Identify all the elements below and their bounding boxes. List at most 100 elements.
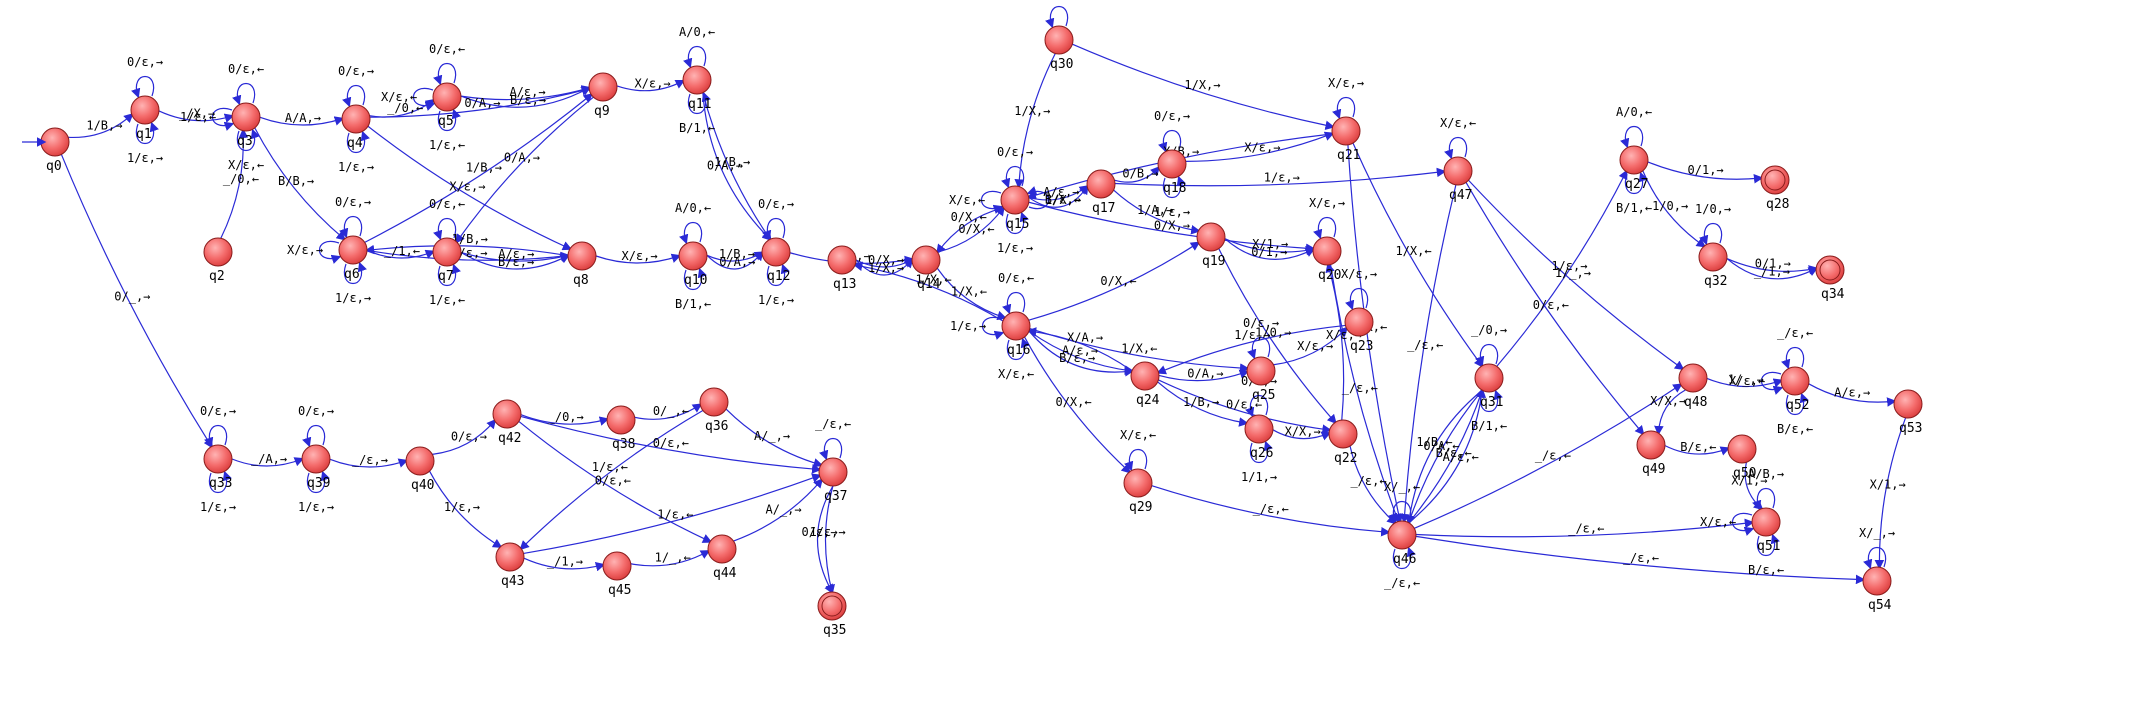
transition-label: B/1,← (1471, 419, 1507, 433)
transition-edge (1760, 371, 1784, 395)
state-circle (1474, 363, 1504, 393)
transition-edge (819, 437, 843, 461)
transition-label: 0/ε,→ (802, 525, 838, 539)
transition-edge (1468, 179, 1685, 371)
state-q26: q26 (1244, 414, 1274, 461)
state-circle (1443, 156, 1473, 186)
state-circle (1636, 430, 1666, 460)
state-q49: q49 (1636, 430, 1666, 477)
transition-label: _/ε,← (1623, 551, 1659, 565)
transition-label: 0/ε,→ (451, 430, 487, 444)
state-circle (1001, 311, 1031, 341)
state-circle (1123, 468, 1153, 498)
transition-edge (630, 550, 711, 567)
state-circle (707, 534, 737, 564)
transition-edge (520, 415, 822, 474)
transition-edge (1415, 518, 1755, 538)
transition-label: 1/X,→ (868, 261, 904, 275)
state-q10: q10 (678, 241, 708, 288)
transition-edge (437, 263, 461, 287)
state-q50: q50 (1727, 434, 1757, 481)
transition-label: 1/B,→ (466, 160, 502, 174)
transition-label: X/_,→ (1859, 526, 1895, 540)
transition-label: 1/1,→ (1241, 470, 1277, 484)
transition-label: _/A,→ (251, 452, 287, 466)
state-circle (341, 104, 371, 134)
transition-label: 1/X,→ (1184, 78, 1220, 92)
state-circle (1698, 242, 1728, 272)
transition-label: 0/1,→ (1755, 256, 1791, 270)
transition-edge (1028, 241, 1201, 321)
state-label: q16 (1007, 343, 1030, 358)
state-q29: q29 (1123, 468, 1153, 515)
state-label: q32 (1704, 274, 1727, 289)
transition-label: 0/ε,→ (1243, 316, 1279, 330)
transition-edge (1781, 346, 1805, 370)
state-circle (699, 387, 729, 417)
transition-label: A/ε,→ (509, 85, 545, 99)
state-circle (602, 551, 632, 581)
transition-label: 0/X,← (958, 222, 994, 236)
transition-label: X/1,→ (1731, 474, 1767, 488)
transition-edge (367, 125, 573, 251)
transition-label: B/ε,→ (1045, 193, 1081, 207)
transition-edge (1642, 170, 1707, 248)
transition-label: 1/ε,→ (298, 500, 334, 514)
state-circle (40, 127, 70, 157)
transition-label: 1/ε,→ (810, 525, 846, 539)
transition-edge (1874, 417, 1907, 570)
transition-label: 0/1,→ (1251, 245, 1287, 259)
state-q33: q33 (203, 444, 233, 491)
transition-edge (329, 458, 409, 468)
transition-label: 1/ε,← (429, 138, 465, 152)
transition-label: _/1,→ (547, 554, 583, 568)
transition-label: B/ε,← (1748, 563, 1784, 577)
transition-label: X/ε,← (1120, 428, 1156, 442)
transition-label: X/1,→ (1870, 477, 1906, 491)
state-circle (567, 241, 597, 271)
transition-edge (1185, 131, 1335, 162)
transition-label: 1/B,→ (452, 232, 488, 246)
state-q32: q32 (1698, 242, 1728, 289)
transition-label: 1/ε,→ (997, 241, 1033, 255)
state-label: q52 (1786, 398, 1809, 413)
state-label: q20 (1318, 268, 1341, 283)
state-label: q36 (705, 419, 728, 434)
state-circle (1780, 366, 1810, 396)
transition-edge (1706, 377, 1784, 388)
transition-edge (1325, 262, 1345, 421)
transition-edge (1475, 343, 1499, 367)
state-circle (1130, 361, 1160, 391)
state-circle (231, 102, 261, 132)
transition-label: 1/ε,→ (1234, 328, 1270, 342)
state-label: q42 (498, 431, 521, 446)
transition-label: 1/ε,→ (1264, 170, 1300, 184)
transition-edge (1408, 387, 1487, 524)
transition-edge (1245, 394, 1269, 418)
transition-label: 1/B,→ (719, 247, 755, 261)
state-label: q2 (209, 269, 225, 284)
state-circle (678, 241, 708, 271)
transition-label: 1/ε,→ (758, 293, 794, 307)
transition-edge (1124, 448, 1148, 472)
state-circle (1312, 236, 1342, 266)
transition-edge (523, 557, 606, 572)
transition-edge (460, 85, 592, 101)
transition-label: _/ε,← (1342, 381, 1378, 395)
transition-label: X/ε,→ (622, 249, 658, 263)
transition-edge (318, 240, 342, 264)
state-label: q12 (767, 269, 790, 284)
transition-edge (1114, 167, 1447, 187)
transition-edge (432, 418, 497, 455)
transition-label: _/0,← (223, 172, 259, 186)
transition-edge (1014, 53, 1056, 189)
state-q16: q16 (1001, 311, 1031, 358)
state-label: q50 (1733, 466, 1756, 481)
transition-edge (342, 84, 366, 108)
state-q18: q18 (1157, 149, 1187, 196)
transition-labels: 1/B,→0/_,→0/ε,→1/ε,→_/X,→_/0,←0/ε,←X/ε,←… (86, 25, 1906, 590)
transition-label: X/ε,→ (635, 76, 671, 90)
state-label: q21 (1337, 148, 1360, 163)
transition-label: B/1,← (1616, 201, 1652, 215)
transition-edge (1863, 546, 1887, 570)
